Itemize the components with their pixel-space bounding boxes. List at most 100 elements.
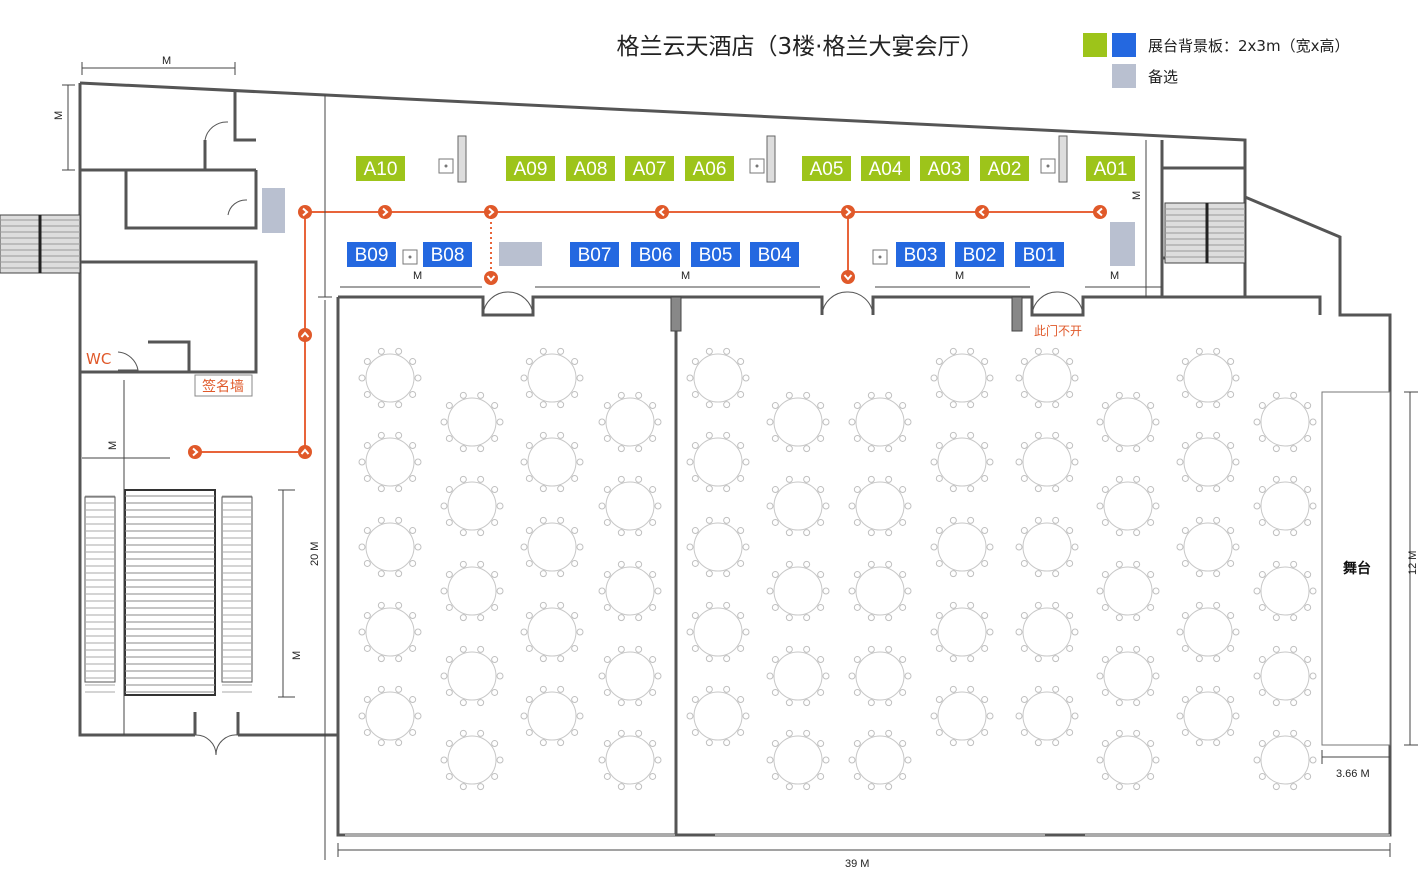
booth-box[interactable] <box>1086 156 1135 181</box>
booth-box[interactable] <box>861 156 910 181</box>
chair-icon <box>414 374 422 382</box>
chair-icon <box>440 756 448 764</box>
booth-b07[interactable]: B07 <box>570 242 619 267</box>
chair-icon <box>1181 644 1189 652</box>
booth-box[interactable] <box>566 156 615 181</box>
booth-box[interactable] <box>896 242 945 267</box>
chair-icon <box>1181 358 1189 366</box>
chair-icon <box>1071 458 1079 466</box>
alternate-booth[interactable] <box>262 188 285 233</box>
booth-b03[interactable]: B03 <box>896 242 945 267</box>
booth-a03[interactable]: A03 <box>920 156 969 181</box>
chair-icon <box>617 645 625 653</box>
chair-icon <box>1147 486 1155 494</box>
chair-icon <box>691 527 699 535</box>
chair-icon <box>459 560 467 568</box>
booth-a06[interactable]: A06 <box>685 156 734 181</box>
booth-a07[interactable]: A07 <box>625 156 674 181</box>
chair-icon <box>705 431 713 439</box>
chair-icon <box>1096 418 1104 426</box>
chair-icon <box>395 601 403 609</box>
chair-icon <box>1147 603 1155 611</box>
banquet-table <box>766 475 830 537</box>
chair-icon <box>853 688 861 696</box>
chair-icon <box>1133 445 1141 453</box>
banquet-table <box>1015 431 1079 493</box>
chair-icon <box>1071 628 1079 636</box>
booth-b05[interactable]: B05 <box>691 242 740 267</box>
chair-icon <box>967 601 975 609</box>
chair-icon <box>1066 728 1074 736</box>
chair-icon <box>1213 431 1221 439</box>
booth-a10[interactable]: A10 <box>356 156 405 181</box>
chair-icon <box>691 728 699 736</box>
chair-icon <box>363 442 371 450</box>
booth-a04[interactable]: A04 <box>861 156 910 181</box>
chair-icon <box>617 445 625 453</box>
chair-icon <box>445 402 453 410</box>
chair-icon <box>635 614 643 622</box>
chair-icon <box>803 445 811 453</box>
route-arrow-icon <box>841 205 855 219</box>
booth-box[interactable] <box>356 156 405 181</box>
booth-b09[interactable]: B09 <box>347 242 396 267</box>
booth-b06[interactable]: B06 <box>631 242 680 267</box>
chair-icon <box>785 699 793 707</box>
chair-icon <box>1304 603 1312 611</box>
booth-b04[interactable]: B04 <box>750 242 799 267</box>
booth-box[interactable] <box>625 156 674 181</box>
booth-label: A08 <box>574 159 608 180</box>
booth-box[interactable] <box>685 156 734 181</box>
booth-box[interactable] <box>1015 242 1064 267</box>
chair-icon <box>477 783 485 791</box>
chair-icon <box>848 756 856 764</box>
chair-icon <box>981 612 989 620</box>
booth-a05[interactable]: A05 <box>802 156 851 181</box>
booth-b02[interactable]: B02 <box>955 242 1004 267</box>
booth-box[interactable] <box>423 242 472 267</box>
booth-a01[interactable]: A01 <box>1086 156 1135 181</box>
pillar-icon <box>457 135 467 183</box>
chair-icon <box>766 587 774 595</box>
booth-box[interactable] <box>750 242 799 267</box>
booth-b01[interactable]: B01 <box>1015 242 1064 267</box>
booth-a09[interactable]: A09 <box>506 156 555 181</box>
chair-icon <box>409 696 417 704</box>
booth-box[interactable] <box>506 156 555 181</box>
booth-b08[interactable]: B08 <box>423 242 472 267</box>
chair-icon <box>737 559 745 567</box>
alternate-booth[interactable] <box>499 242 542 266</box>
chair-icon <box>1147 434 1155 442</box>
chair-icon <box>377 685 385 693</box>
chair-icon <box>1152 502 1160 510</box>
booth-box[interactable] <box>570 242 619 267</box>
chair-icon <box>967 431 975 439</box>
chair-icon <box>1181 612 1189 620</box>
booth-box[interactable] <box>920 156 969 181</box>
banquet-table <box>848 645 912 707</box>
chair-icon <box>723 485 731 493</box>
chair-icon <box>395 739 403 747</box>
chair-icon <box>899 518 907 526</box>
booth-box[interactable] <box>802 156 851 181</box>
chair-icon <box>539 516 547 524</box>
chair-icon <box>477 614 485 622</box>
chair-icon <box>737 390 745 398</box>
chair-icon <box>981 696 989 704</box>
booth-a08[interactable]: A08 <box>566 156 615 181</box>
chair-icon <box>867 475 875 483</box>
booth-box[interactable] <box>980 156 1029 181</box>
booth-box[interactable] <box>955 242 1004 267</box>
alternate-booth[interactable] <box>1110 222 1135 266</box>
chair-icon <box>409 390 417 398</box>
chair-icon <box>967 739 975 747</box>
chair-icon <box>576 458 584 466</box>
booth-box[interactable] <box>631 242 680 267</box>
chair-icon <box>822 587 830 595</box>
booth-box[interactable] <box>347 242 396 267</box>
booth-box[interactable] <box>691 242 740 267</box>
banquet-table <box>598 729 662 791</box>
banquet-table <box>930 347 994 409</box>
booth-a02[interactable]: A02 <box>980 156 1029 181</box>
chair-icon <box>649 571 657 579</box>
